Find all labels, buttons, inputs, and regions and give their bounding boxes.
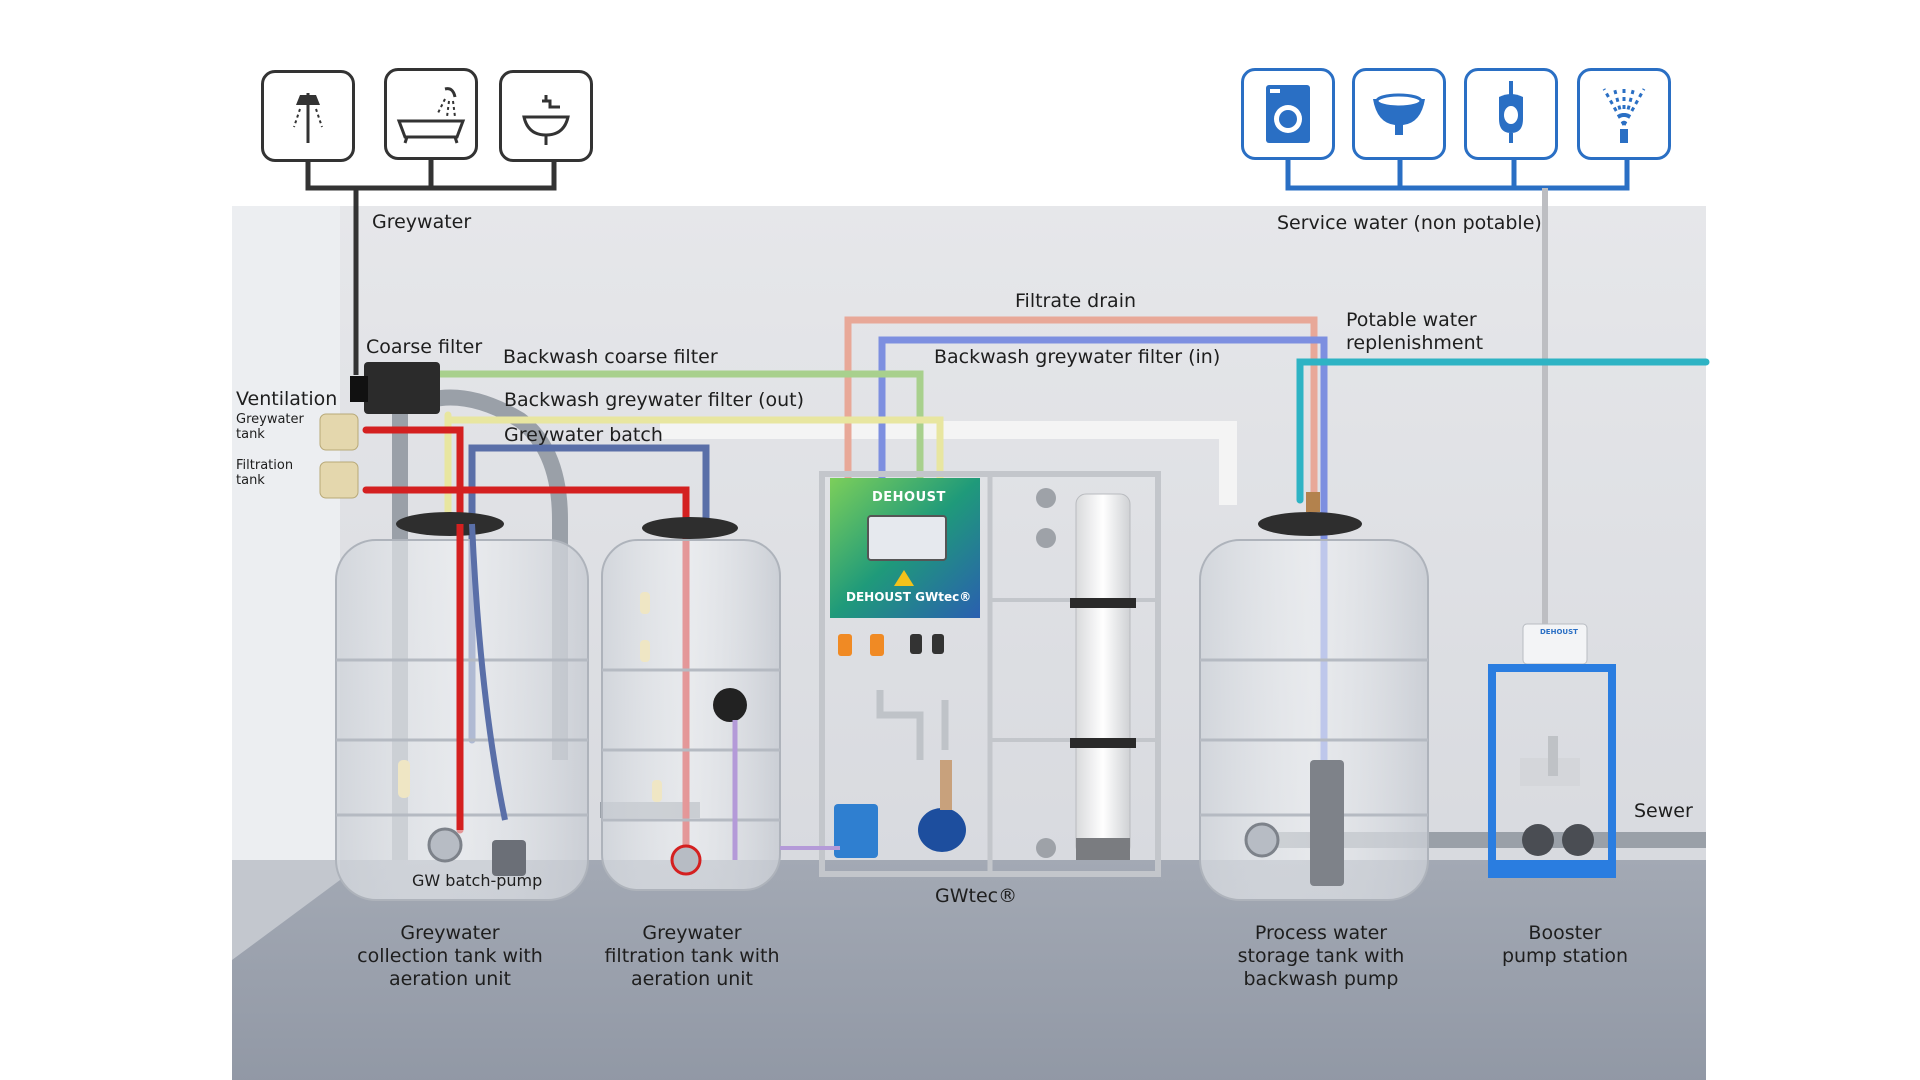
greywater-batch-label: Greywater batch: [504, 424, 663, 446]
process-water-tank: [1199, 492, 1429, 901]
coarse-filter-label: Coarse filter: [366, 336, 483, 358]
bathtub-icon: [384, 68, 478, 160]
floor-corner: [232, 860, 340, 960]
shower-icon: [261, 70, 355, 162]
gw-batch-pump-label: GW batch-pump: [412, 871, 543, 890]
backwash-greywater-filter-out-label: Backwash greywater filter (out): [504, 389, 805, 411]
backwash-coarse-filter-label: Backwash coarse filter: [503, 346, 718, 368]
backwash-greywater-filter-in-label: Backwash greywater filter (in): [934, 346, 1221, 368]
washing-machine-icon: [1241, 68, 1335, 160]
filtrate-drain-label: Filtrate drain: [1015, 290, 1137, 312]
booster-controller-brand: DEHOUST: [1540, 628, 1578, 636]
toilet-icon: [1352, 68, 1446, 160]
greywater-filtration-tank: [601, 517, 781, 891]
service-manifold: [1285, 160, 1630, 191]
greywater-label: Greywater: [372, 211, 472, 233]
potable-water-pipe: [1296, 358, 1710, 504]
sewer-label: Sewer: [1634, 800, 1693, 822]
urinal-icon: [1464, 68, 1558, 160]
greywater-manifold: [305, 160, 557, 375]
booster-pump-station: [1488, 623, 1616, 878]
greywater-collection-tank: [335, 512, 589, 901]
coarse-filter-inlet: [350, 376, 368, 402]
room-side-wall: [232, 206, 340, 960]
ventilation-units: [319, 413, 359, 499]
filtrate-drain-pipe: [844, 316, 1318, 514]
irrigation-icon: [1577, 68, 1671, 160]
gwtec-label: GWtec®: [935, 885, 1018, 907]
gwtec-unit: [819, 471, 1161, 877]
coarse-filter: [364, 362, 440, 414]
gwtec-screen-brand: DEHOUST: [872, 490, 946, 505]
backwash-coarse-pipe: [436, 370, 924, 484]
ventilation-label: Ventilation: [236, 388, 338, 410]
washbasin-icon: [499, 70, 593, 162]
gwtec-nameplate: DEHOUST GWtec®: [846, 590, 972, 604]
backwash-out-pipe: [444, 411, 944, 520]
service-water-label: Service water (non potable): [1277, 212, 1542, 234]
